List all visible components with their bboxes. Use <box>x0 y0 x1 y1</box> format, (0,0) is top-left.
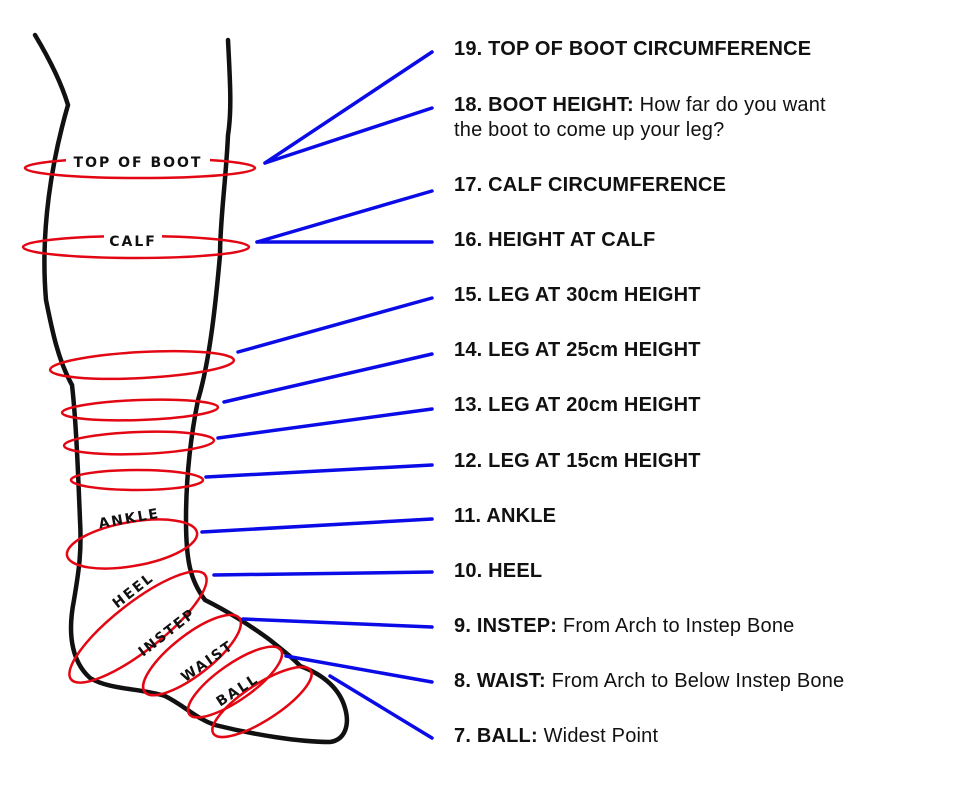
leg-label-top-of-boot: TOP OF BOOT <box>74 155 203 171</box>
top-of-boot-label-bg <box>66 152 210 172</box>
leader-lines <box>200 50 434 740</box>
label-7-title: 7. BALL: <box>454 725 538 747</box>
label-8-desc: From Arch to Below Instep Bone <box>551 670 845 692</box>
label-8-title: 8. WAIST: <box>454 670 546 692</box>
label-7: 7. BALL: Widest Point <box>454 724 658 749</box>
label-16-title: 16. HEIGHT AT CALF <box>454 229 656 251</box>
ring-heel <box>68 570 208 684</box>
leader-7 <box>328 674 434 740</box>
label-15-title: 15. LEG AT 30cm HEIGHT <box>454 284 701 306</box>
label-18-desc: How far do you want <box>639 94 826 116</box>
ring-ankle <box>65 518 199 570</box>
leader-12 <box>204 463 434 479</box>
leader-15 <box>236 296 434 354</box>
label-9: 9. INSTEP: From Arch to Instep Bone <box>454 614 794 639</box>
ring-waist <box>186 645 284 719</box>
label-9-desc: From Arch to Instep Bone <box>562 615 795 637</box>
label-19: 19. TOP OF BOOT CIRCUMFERENCE <box>454 37 811 62</box>
label-11: 11. ANKLE <box>454 504 556 529</box>
leader-17 <box>255 189 434 244</box>
label-12: 12. LEG AT 15cm HEIGHT <box>454 449 701 474</box>
label-9-title: 9. INSTEP: <box>454 615 558 637</box>
leader-9 <box>241 617 434 629</box>
label-14: 14. LEG AT 25cm HEIGHT <box>454 338 701 363</box>
label-13-title: 13. LEG AT 20cm HEIGHT <box>454 394 701 416</box>
leg-label-waist: WAIST <box>178 638 237 686</box>
leg-label-heel: HEEL <box>110 570 157 612</box>
leader-13 <box>216 407 434 440</box>
ring-ball <box>211 665 313 739</box>
leg-label-ankle: ANKLE <box>97 506 161 533</box>
label-18: 18. BOOT HEIGHT: How far do you want the… <box>454 93 826 143</box>
label-15: 15. LEG AT 30cm HEIGHT <box>454 283 701 308</box>
measurement-rings <box>21 156 313 739</box>
leader-8 <box>284 654 434 684</box>
calf-label-bg <box>104 231 162 251</box>
label-12-title: 12. LEG AT 15cm HEIGHT <box>454 450 701 472</box>
label-16: 16. HEIGHT AT CALF <box>454 228 655 253</box>
ring-20cm <box>62 430 216 456</box>
leg-back-outline <box>32 32 350 745</box>
leg-label-calf: CALF <box>109 234 157 250</box>
leader-18 <box>263 106 434 165</box>
leader-19 <box>263 50 434 165</box>
ring-instep <box>141 613 243 697</box>
ring-15cm <box>69 468 205 492</box>
leg-front-outline <box>183 37 303 669</box>
leader-11 <box>200 517 434 534</box>
ring-25cm <box>60 398 220 422</box>
label-10-title: 10. HEEL <box>454 560 543 582</box>
label-backgrounds <box>66 152 210 251</box>
label-14-title: 14. LEG AT 25cm HEIGHT <box>454 339 701 361</box>
leader-10 <box>212 570 434 577</box>
label-8: 8. WAIST: From Arch to Below Instep Bone <box>454 669 844 694</box>
label-19-title: 19. TOP OF BOOT CIRCUMFERENCE <box>454 38 812 60</box>
label-17: 17. CALF CIRCUMFERENCE <box>454 173 726 198</box>
label-18-desc-line2: the boot to come up your leg? <box>454 119 725 141</box>
label-7-desc: Widest Point <box>543 725 659 747</box>
label-18-title: 18. BOOT HEIGHT: <box>454 94 634 116</box>
label-13: 13. LEG AT 20cm HEIGHT <box>454 393 701 418</box>
label-17-title: 17. CALF CIRCUMFERENCE <box>454 174 727 196</box>
leader-14 <box>222 352 434 404</box>
label-11-title: 11. ANKLE <box>454 505 557 527</box>
leg-outline <box>32 32 350 745</box>
label-10: 10. HEEL <box>454 559 542 584</box>
ring-30cm <box>48 349 236 381</box>
